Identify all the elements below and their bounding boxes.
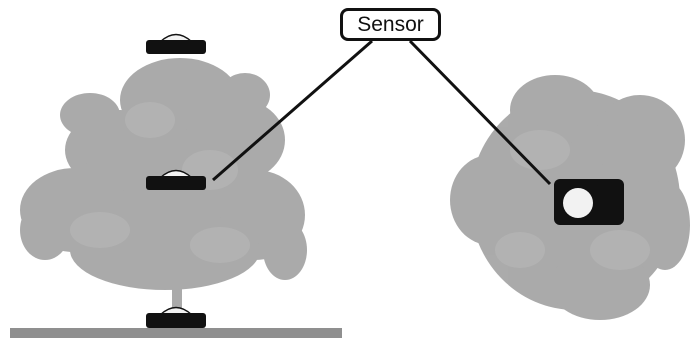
overhead-sensor xyxy=(554,179,624,225)
ground-bar xyxy=(10,328,342,338)
middle-sensor xyxy=(146,169,206,190)
top-sensor xyxy=(146,33,206,54)
connector-line-left xyxy=(212,39,373,182)
sensor-label-text: Sensor xyxy=(357,12,424,36)
ground-sensor xyxy=(146,306,206,328)
connector-line-right xyxy=(408,39,552,186)
sensor-label: Sensor xyxy=(340,8,441,41)
